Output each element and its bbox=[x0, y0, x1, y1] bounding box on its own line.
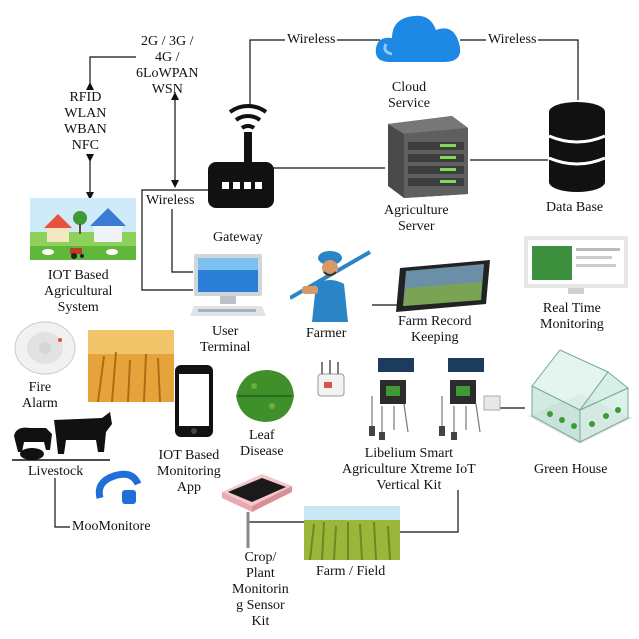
data-base-label: Data Base bbox=[546, 200, 604, 215]
gateway-label: Gateway bbox=[213, 230, 263, 245]
green-house-label: Green House bbox=[534, 462, 608, 477]
farmer-label: Farmer bbox=[306, 326, 347, 341]
desktop-computer-icon bbox=[190, 254, 266, 320]
farm-illustration bbox=[30, 198, 136, 260]
cloud-icon bbox=[370, 4, 466, 66]
crop-sensor-label: Crop/ Plant Monitorin g Sensor Kit bbox=[232, 550, 289, 629]
iot-monitoring-app-label: IOT Based Monitoring App bbox=[157, 448, 221, 495]
moo-monitor-label: MooMonitore bbox=[72, 519, 151, 534]
livestock-silhouette bbox=[10, 410, 114, 462]
greenhouse-icon bbox=[520, 346, 636, 456]
agriculture-server-label: Agriculture Server bbox=[384, 203, 449, 234]
sensor-device-icon bbox=[218, 470, 294, 550]
crop-field-image bbox=[304, 506, 400, 560]
cloud-service-label: Cloud Service bbox=[388, 80, 430, 111]
wireless-left-label: Wireless bbox=[285, 32, 338, 48]
farmer-figure bbox=[290, 246, 376, 322]
smoke-detector-icon bbox=[12, 318, 78, 378]
user-terminal-label: User Terminal bbox=[200, 324, 251, 355]
farm-record-keeping-label: Farm Record Keeping bbox=[398, 314, 472, 345]
smartphone-icon bbox=[174, 364, 214, 438]
sensor-kit-icon bbox=[312, 356, 504, 442]
wireless-right-label: Wireless bbox=[486, 32, 539, 48]
libelium-kit-label: Libelium Smart Agriculture Xtreme IoT Ve… bbox=[342, 446, 476, 493]
leaf-disease-label: Leaf Disease bbox=[240, 428, 284, 459]
iot-agricultural-system-label: IOT Based Agricultural System bbox=[44, 268, 113, 315]
network-standards-label: 2G / 3G / 4G / 6LoWPAN WSN bbox=[136, 34, 199, 97]
farm-field-label: Farm / Field bbox=[316, 564, 386, 579]
livestock-label: Livestock bbox=[28, 464, 84, 479]
wheat-field-image bbox=[88, 330, 174, 402]
real-time-monitoring-label: Real Time Monitoring bbox=[540, 301, 604, 332]
tablet-icon bbox=[396, 258, 494, 314]
database-icon bbox=[546, 100, 608, 194]
wireless-gateway-label: Wireless bbox=[144, 193, 197, 209]
server-icon bbox=[380, 110, 470, 198]
leaf-icon bbox=[232, 366, 296, 426]
short-range-label: RFID WLAN WBAN NFC bbox=[64, 90, 107, 153]
router-icon bbox=[206, 100, 276, 210]
monitor-icon bbox=[524, 236, 628, 296]
fire-alarm-label: Fire Alarm bbox=[22, 380, 58, 411]
collar-tracker-icon bbox=[94, 468, 144, 508]
